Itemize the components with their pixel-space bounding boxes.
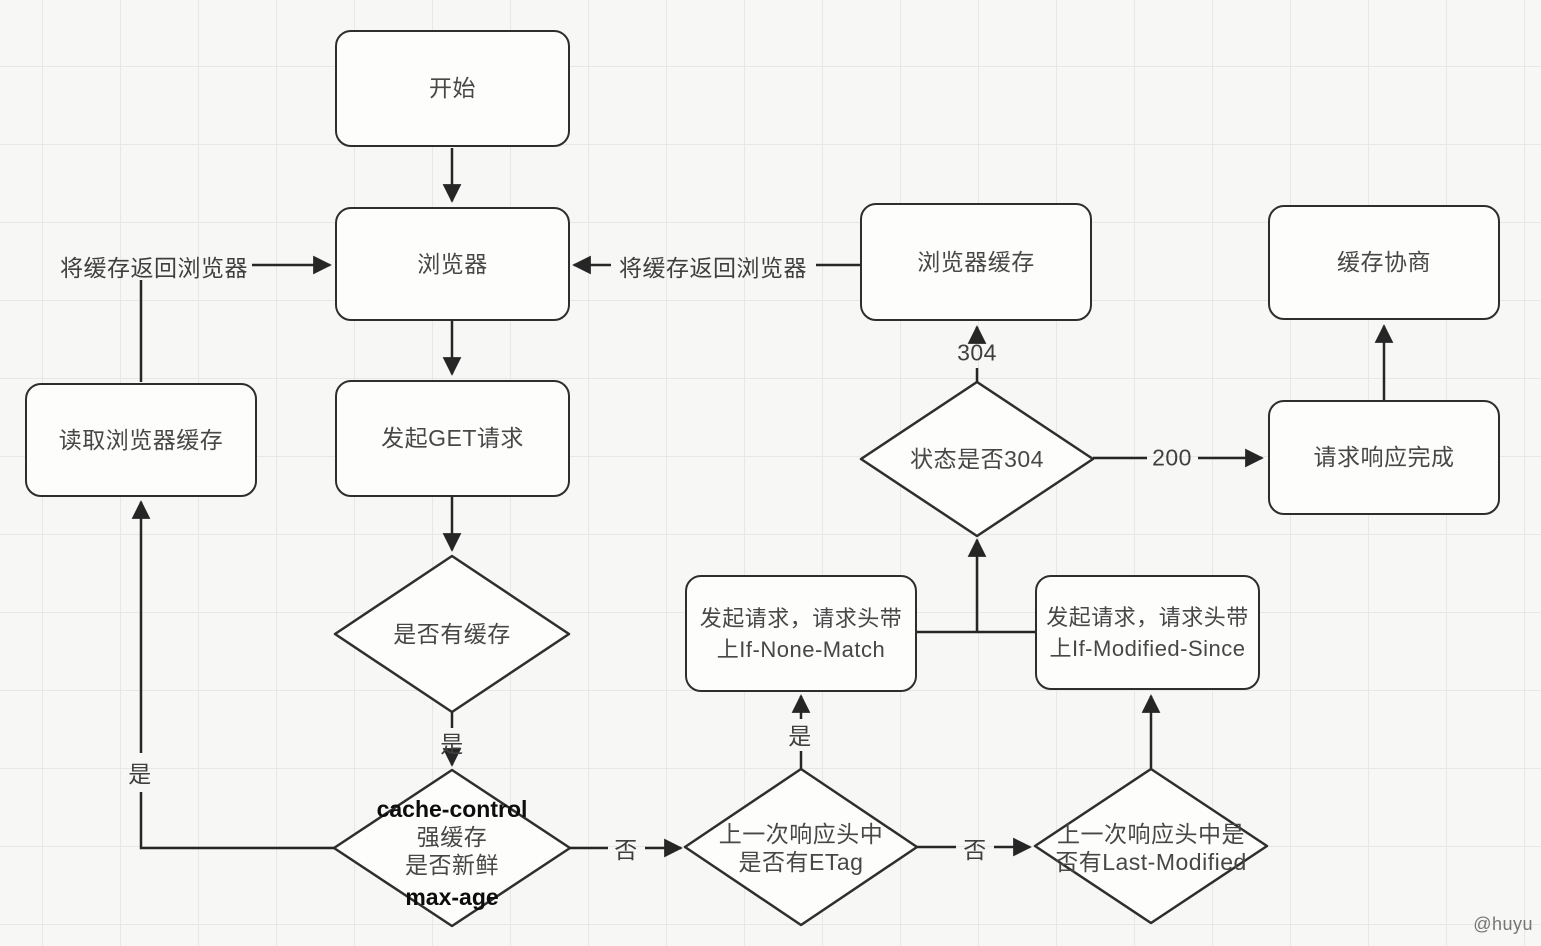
node-get-request: 发起GET请求 xyxy=(335,380,570,497)
decision-strong-cache-line4: max-age xyxy=(405,884,499,910)
decision-etag-line2: 是否有ETag xyxy=(738,849,864,875)
edge-label-304: 304 xyxy=(957,339,997,366)
decision-strong-cache-line2: 强缓存 xyxy=(416,824,488,850)
node-if-none-match: 发起请求，请求头带 上If-None-Match xyxy=(685,575,917,692)
decision-status-304 xyxy=(859,380,1095,538)
decision-last-modified-line1: 上一次响应头中是 xyxy=(1056,821,1245,847)
node-if-modified-since-line2: 上If-Modified-Since xyxy=(1049,635,1246,661)
node-browser-cache: 浏览器缓存 xyxy=(860,203,1092,321)
decision-last-modified-line2: 否有Last-Modified xyxy=(1055,849,1247,875)
edge-label-return-cache-right: 将缓存返回浏览器 xyxy=(619,255,807,281)
node-cache-negotiation-label: 缓存协商 xyxy=(1337,249,1431,275)
decision-last-modified xyxy=(1033,767,1269,925)
node-response-done-label: 请求响应完成 xyxy=(1313,444,1455,470)
node-start-label: 开始 xyxy=(429,75,476,101)
decision-etag-label: 上一次响应头中 是否有ETag xyxy=(719,820,884,876)
node-read-browser-cache: 读取浏览器缓存 xyxy=(25,383,257,497)
decision-has-cache-label: 是否有缓存 xyxy=(393,621,511,647)
edge-label-return-cache-left: 将缓存返回浏览器 xyxy=(60,255,248,281)
decision-last-modified-label: 上一次响应头中是 否有Last-Modified xyxy=(1055,820,1247,876)
node-start: 开始 xyxy=(335,30,570,147)
node-cache-negotiation: 缓存协商 xyxy=(1268,205,1500,320)
node-read-browser-cache-label: 读取浏览器缓存 xyxy=(58,426,224,453)
node-if-modified-since-line1: 发起请求，请求头带 xyxy=(1046,604,1249,630)
node-if-none-match-line1: 发起请求，请求头带 xyxy=(699,605,903,631)
node-browser: 浏览器 xyxy=(335,207,570,321)
decision-strong-cache-fresh xyxy=(332,768,572,928)
edge-label-no-strong: 否 xyxy=(614,837,638,863)
node-if-modified-since: 发起请求，请求头带 上If-Modified-Since xyxy=(1035,575,1260,690)
node-if-none-match-line2: 上If-None-Match xyxy=(716,636,886,662)
decision-strong-cache-line1: cache-control xyxy=(376,796,528,822)
node-get-request-label: 发起GET请求 xyxy=(381,425,524,451)
edge-label-yes-mid: 是 xyxy=(440,731,464,757)
decision-etag-line1: 上一次响应头中 xyxy=(718,821,884,847)
decision-status-304-label: 状态是否304 xyxy=(910,446,1044,472)
edge-label-yes-left: 是 xyxy=(128,761,152,787)
decision-strong-cache-line3: 是否新鲜 xyxy=(404,852,499,878)
decision-strong-cache-label: cache-control 强缓存 是否新鲜 max-age xyxy=(377,795,528,911)
watermark: @huyu xyxy=(1473,914,1533,934)
edge-label-yes-etag: 是 xyxy=(788,723,812,749)
edge-label-200: 200 xyxy=(1152,444,1192,471)
node-browser-label: 浏览器 xyxy=(417,250,488,277)
decision-etag xyxy=(683,767,919,927)
node-response-done: 请求响应完成 xyxy=(1268,400,1500,515)
node-browser-cache-label: 浏览器缓存 xyxy=(917,248,1035,275)
edge-label-no-etag: 否 xyxy=(963,837,987,863)
